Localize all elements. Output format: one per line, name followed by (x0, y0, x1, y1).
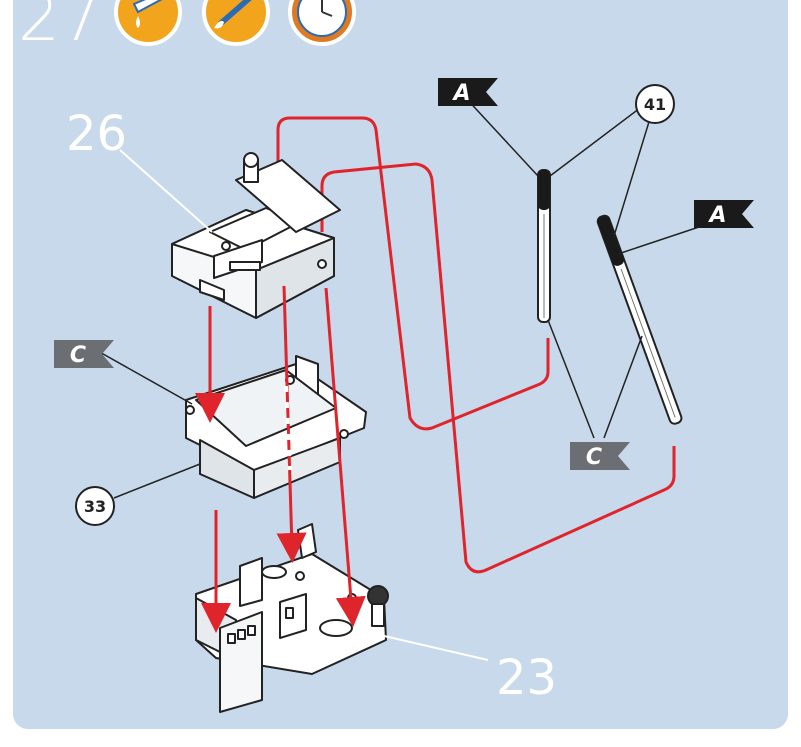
part-33-frame (185, 355, 367, 499)
leader-lines (95, 95, 721, 661)
assembly-arrows (195, 285, 366, 633)
part-33-number: 33 (84, 497, 106, 516)
routing-line-right (320, 162, 676, 574)
routing-line-left (276, 116, 550, 431)
flag-c-left-letter: C (70, 343, 86, 368)
part-23-base (195, 523, 389, 713)
clock-icon (288, 0, 356, 46)
instruction-panel (7, 0, 794, 735)
part-26-assembly (171, 152, 341, 319)
glue-icon (114, 0, 182, 46)
part-label-23: 23 (496, 650, 557, 706)
rod-right (596, 214, 683, 425)
flag-c-bottom: C (570, 442, 630, 470)
part-label-33: 33 (75, 486, 115, 526)
paint-brush-icon (202, 0, 270, 46)
flag-a-right: A (694, 200, 754, 228)
part-41-number: 41 (644, 95, 666, 114)
flag-c-bottom-letter: C (586, 445, 602, 470)
part-label-41: 41 (635, 84, 675, 124)
part-label-26: 26 (66, 106, 127, 162)
flag-a-right-letter: A (707, 203, 726, 228)
step-number: 27 (18, 0, 102, 56)
rod-left (537, 169, 551, 323)
flag-a-top: A (438, 78, 498, 106)
flag-a-top-letter: A (451, 81, 470, 106)
flag-c-left: C (54, 340, 114, 368)
